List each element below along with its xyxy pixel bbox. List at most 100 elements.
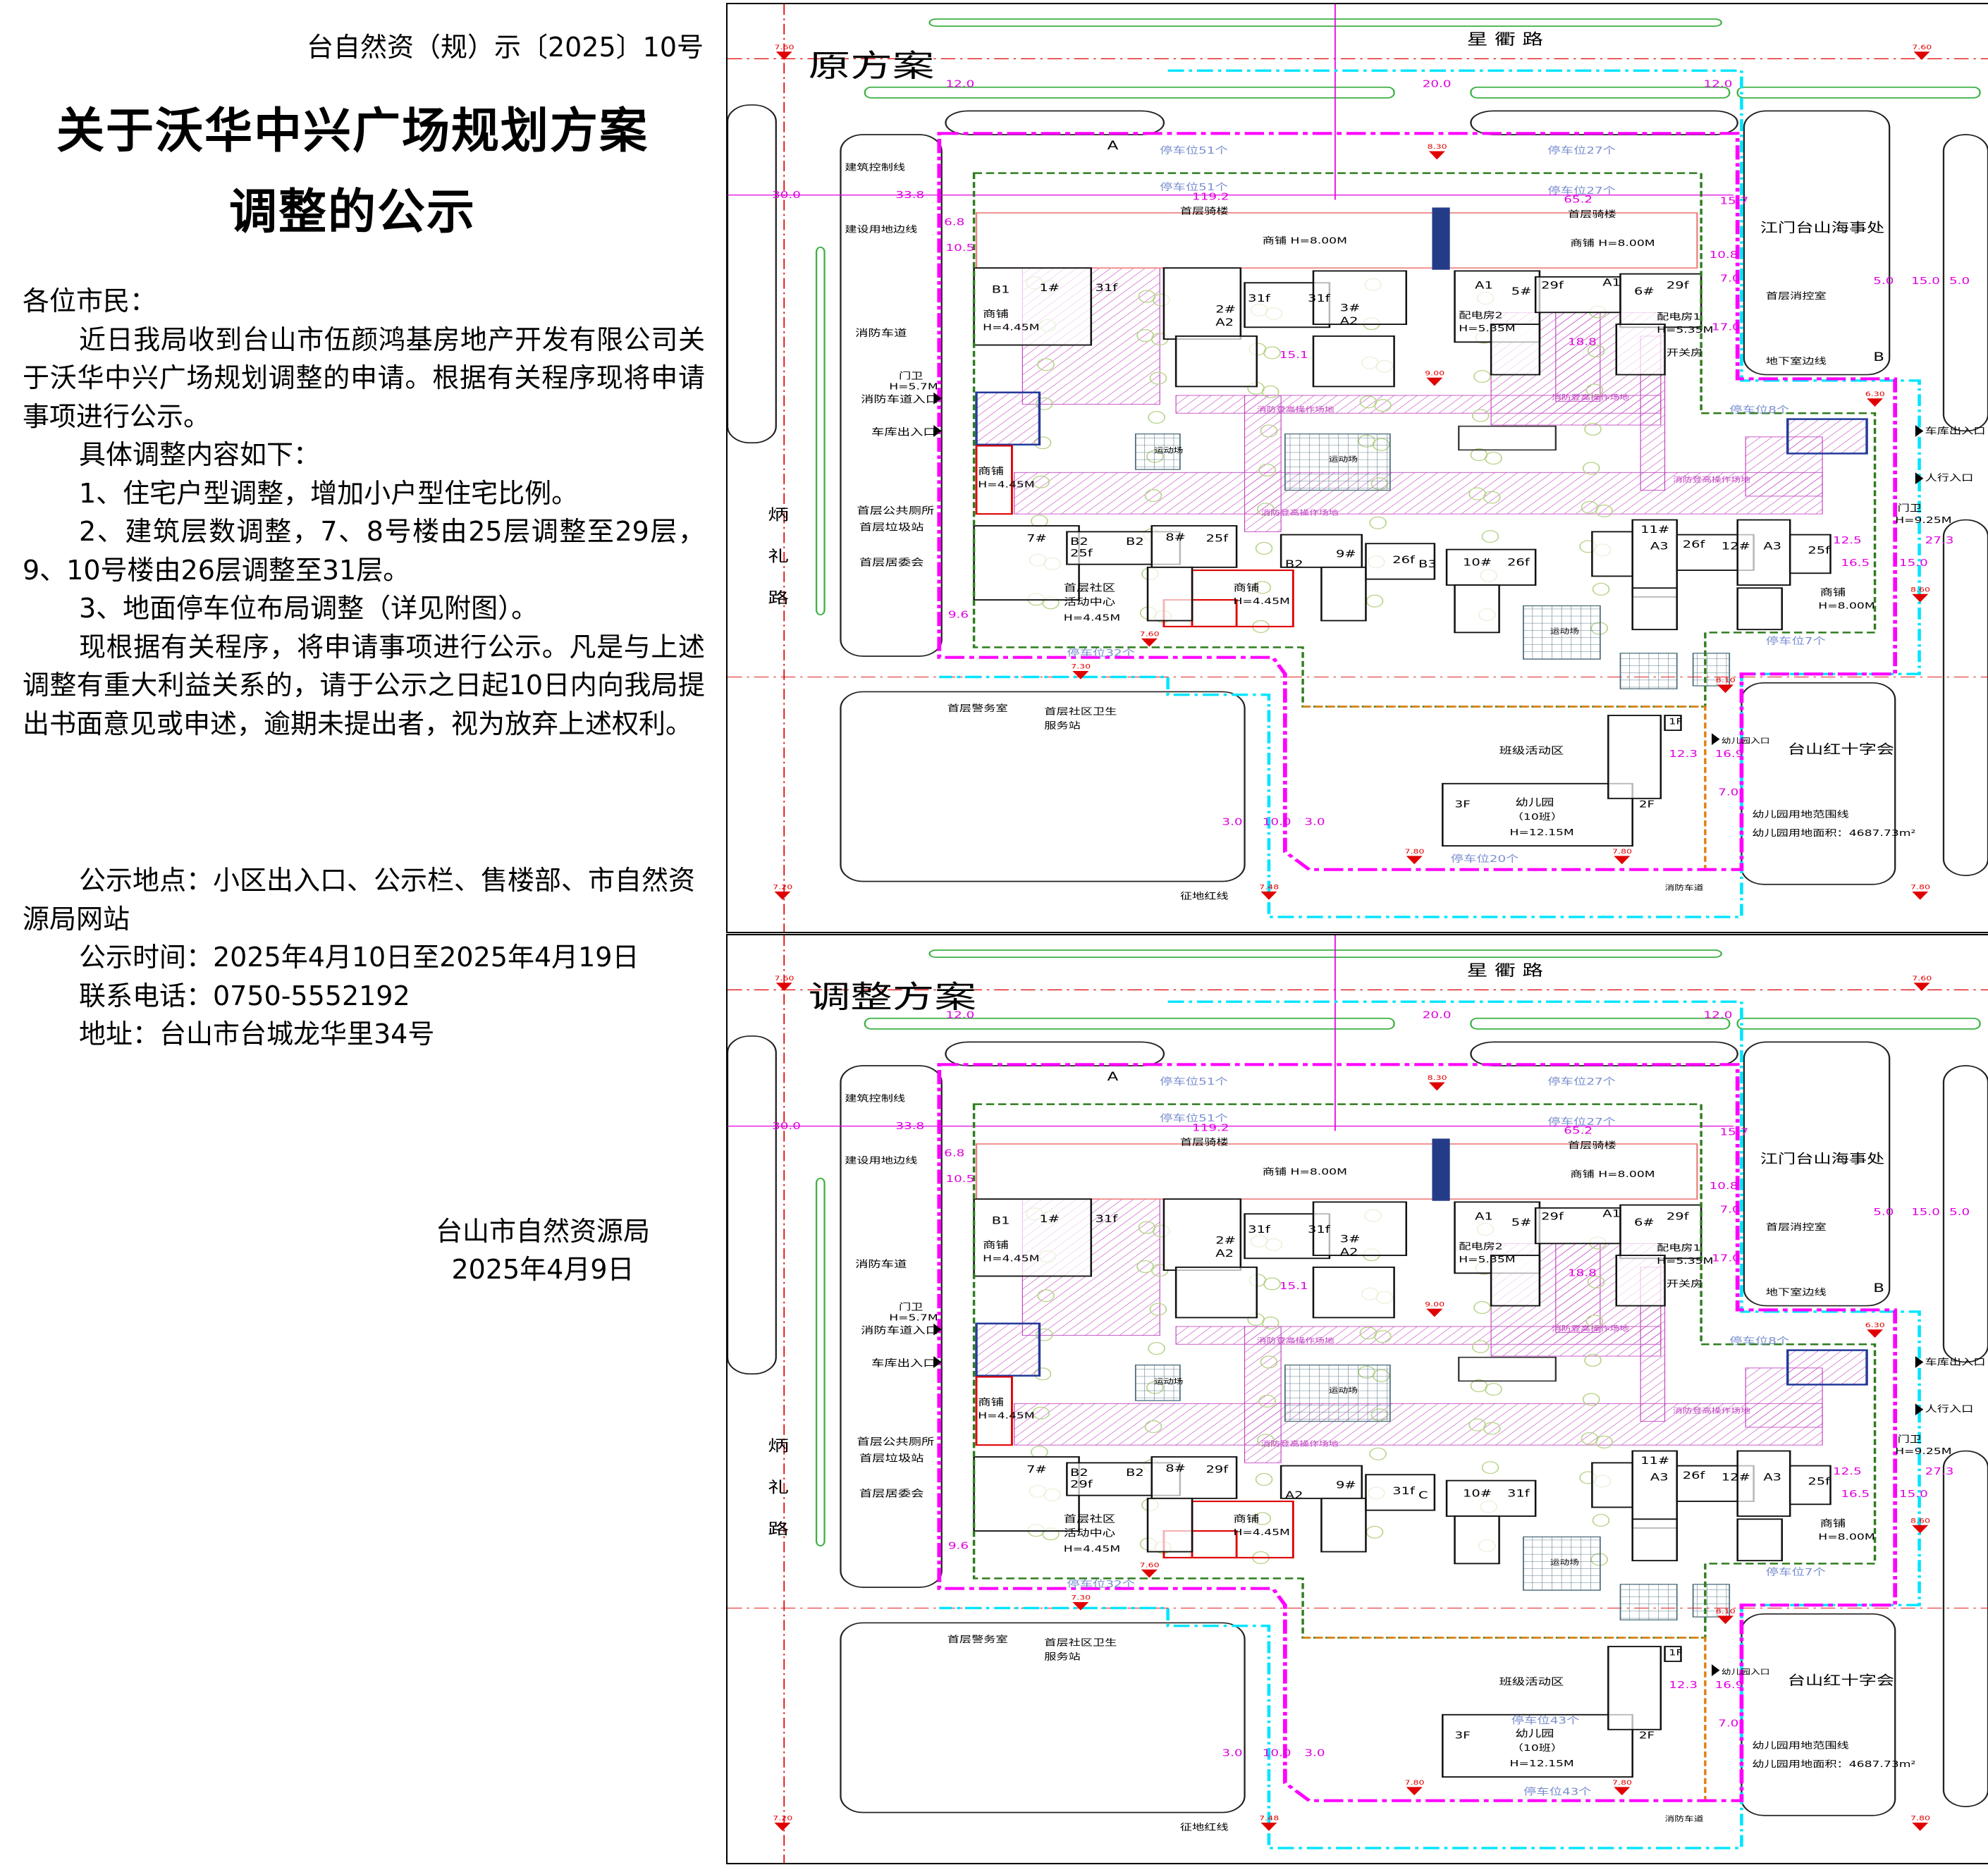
building-footprint [973,267,1093,346]
elevation-marker-icon [1717,684,1734,694]
dimension-label: 5.0 [1873,1206,1894,1217]
building-label-t3: A2 [1340,316,1358,328]
site-label-shop-w2-h: H=4.45M [978,1410,1034,1421]
tree-symbol [1032,475,1050,488]
elevation-marker-icon [1428,1082,1445,1091]
land-boundary-line [937,1063,1898,1802]
contact-address: 地址：台山市台城龙华里34号 [79,1018,435,1050]
dimension-label: 15.0 [1899,1489,1928,1500]
site-label-sports-1: 运动场 [1154,446,1183,455]
elevation-label: 7.80 [1404,848,1424,856]
fire-operation-area [1014,1403,1823,1446]
dimension-label: 6.8 [944,1147,964,1159]
green-strip [815,246,826,615]
building-footprint [1445,548,1537,586]
building-footprint [1454,584,1500,634]
site-label-shop-s: 商铺 [1233,1513,1259,1525]
tree-symbol [1582,1393,1600,1406]
building-label-f8: 25f [1206,533,1229,545]
site-label-garage-entry-east: 车库出入口 [1925,426,1986,436]
site-label-class-area: 班级活动区 [1499,1676,1564,1687]
city-block [840,1065,943,1588]
building-footprint [1664,715,1682,732]
dimension-label: 15.0 [1911,275,1940,286]
dimension-label: 12.0 [1704,1009,1733,1021]
dimension-label: 10.5 [945,1173,974,1184]
basement-boundary [939,69,1921,918]
dimension-label: 10.8 [1710,1180,1738,1191]
sports-field [1523,605,1601,660]
elevation-marker-icon [1406,1787,1423,1796]
parking-count-label: 停车位27个 [1547,1116,1616,1128]
building-footprint [1736,587,1783,631]
building-footprint [1607,1646,1662,1730]
tree-symbol [1592,582,1610,596]
city-block [1743,110,1891,376]
land-boundary-line [937,132,1898,871]
site-label-switch-room: 开关房 [1667,1279,1703,1289]
site-label-kinder: 幼儿园 [1516,796,1554,808]
elevation-label: 7.60 [774,975,794,983]
building-label-n2: 2# [1215,304,1236,316]
building-label-b2b: B2 [1126,536,1144,548]
building-footprint [1320,1497,1367,1553]
building-label-t3: A2 [1340,1247,1358,1259]
tree-symbol [1149,371,1167,385]
building-label-b2c: A2 [1285,1489,1303,1501]
building-label-b2c: B2 [1285,558,1303,570]
tree-symbol [1374,399,1392,412]
elevation-label: 7.48 [1259,883,1279,891]
dimension-label: 30.0 [772,189,801,200]
site-label-kinder-entry: 幼儿园入口 [1722,1668,1770,1676]
site-label-shop-top-1: 商铺 H=8.00M [1263,1167,1347,1177]
site-label-switch-room: 开关房 [1667,347,1703,358]
dimension-label: 65.2 [1564,1125,1593,1136]
elevation-marker-icon [1260,891,1277,900]
dimension-label: 7.0 [1718,1718,1738,1729]
sports-field [1134,1365,1181,1401]
tree-symbol [1258,1394,1276,1408]
site-label-shop-top-2: 商铺 H=8.00M [1570,1169,1655,1179]
tree-symbol [1584,1353,1602,1367]
building-label-a3a: A3 [1650,541,1669,553]
tree-symbol [1473,1301,1491,1315]
site-label-kinder-entry: 幼儿园入口 [1722,737,1770,745]
elevation-marker-icon [1614,856,1631,865]
site-label-community-1: 首层社区 [1064,1513,1115,1525]
signature-block: 台山市自然资源局 2025年4月9日 [423,1212,663,1288]
entrance-arrow-icon [1915,1356,1924,1368]
sports-field [1619,1584,1678,1620]
sports-field [1692,1584,1731,1618]
site-label-power-room-2-h: H=5.35M [1459,1254,1515,1264]
site-label-section-b: B [1873,1281,1884,1295]
building-footprint [1615,1255,1666,1307]
fire-operation-area [1244,1326,1282,1463]
site-label-kinder-h: H=12.15M [1509,1758,1573,1768]
entrance-arrow-icon [933,392,942,405]
building-footprint [1631,587,1678,631]
tree-symbol [1032,1406,1050,1420]
building-label-f5: 29f [1541,280,1564,292]
site-label-power-room-1-h: H=5.35M [1657,324,1713,335]
paragraph-adjustments-intro: 具体调整内容如下： [79,439,321,470]
elevation-marker-icon [1406,856,1423,865]
tree-symbol [1253,581,1272,594]
building-footprint [1736,1450,1791,1518]
site-label-fire-ops-4: 消防登高操作场地 [1673,475,1750,484]
tree-symbol [1483,491,1501,504]
building-footprint [1151,525,1238,568]
site-label-public-toilet: 首层公共厕所 [857,1436,934,1448]
dimension-label: 17.0 [1712,1252,1741,1264]
site-label-kinder-2f: 2F [1639,1730,1655,1741]
parking-count-label: 停车位51个 [1160,181,1228,192]
tree-symbol [1585,1315,1604,1328]
entrance-arrow-icon [1712,733,1720,746]
site-label-kinder-area: 幼儿园用地面积：4687.73m² [1752,827,1915,838]
site-label-garbage-station: 首层垃圾站 [859,522,924,533]
building-label-b3: B3 [1418,558,1437,570]
building-label-n8: 8# [1165,531,1186,543]
site-label-maritime: 江门台山海事处 [1760,221,1884,236]
elevation-label: 7.80 [1404,1779,1424,1787]
green-strip [1470,86,1731,99]
